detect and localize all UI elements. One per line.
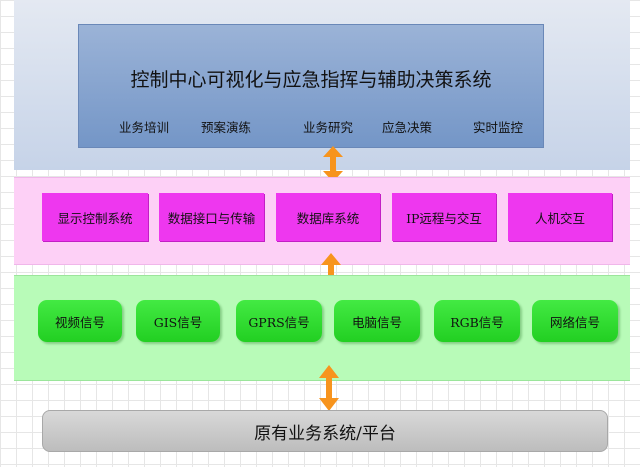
network-signal-box: 网络信号 [532,300,618,342]
double-arrow-icon [323,146,343,182]
video-signal-box: 视频信号 [38,300,122,342]
function-label-emergency-decision: 应急决策 [382,120,433,135]
legacy-business-platform-box: 原有业务系统/平台 [42,410,608,452]
function-label-drill: 预案演练 [201,120,252,135]
gprs-signal-box: GPRS信号 [236,300,322,342]
gis-signal-box: GIS信号 [136,300,220,342]
control-center-platform-box: 控制中心可视化与应急指挥与辅助决策系统 业务培训 预案演练 业务研究 应急决策 … [78,24,544,148]
rgb-signal-box: RGB信号 [434,300,520,342]
data-interface-box: 数据接口与传输 [159,193,264,241]
display-control-system-box: 显示控制系统 [42,193,148,241]
ip-remote-interaction-box: IP远程与交互 [392,193,496,241]
platform-title: 控制中心可视化与应急指挥与辅助决策系统 [130,69,492,91]
human-machine-interaction-box: 人机交互 [508,193,612,241]
function-label-training: 业务培训 [119,120,170,135]
computer-signal-box: 电脑信号 [334,300,420,342]
database-system-box: 数据库系统 [276,193,380,241]
function-label-research: 业务研究 [303,120,354,135]
system-layer: 显示控制系统 数据接口与传输 数据库系统 IP远程与交互 人机交互 [14,177,630,265]
signal-layer: 视频信号 GIS信号 GPRS信号 电脑信号 RGB信号 网络信号 [14,275,630,381]
function-label-monitoring: 实时监控 [473,120,524,135]
double-arrow-icon [319,365,339,411]
